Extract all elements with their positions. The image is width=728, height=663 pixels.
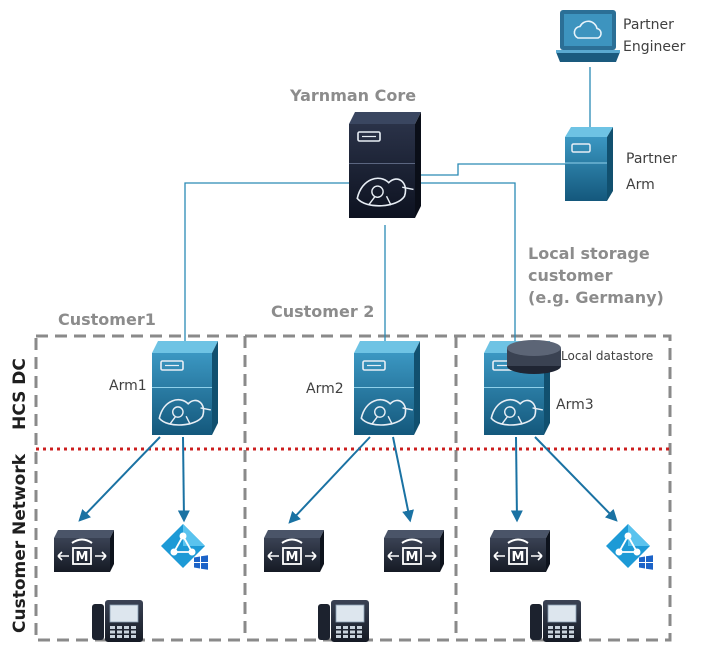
boundary-box <box>34 334 672 642</box>
link-core-customer1 <box>184 182 350 345</box>
azure-ad-icon-c3 <box>606 524 653 570</box>
arrow-arm1-azure-ad <box>177 436 190 523</box>
arrows <box>78 436 618 524</box>
arm2-server-icon <box>354 341 420 435</box>
call-manager-icon-c2b: M <box>384 530 444 572</box>
link-core-local-storage <box>420 182 516 345</box>
customer1-label: Customer1 <box>58 310 156 329</box>
arrow-arm3-azure-ad <box>534 436 618 522</box>
arm1-label: Arm1 <box>109 378 147 394</box>
desk-phone-icon-c2 <box>318 600 369 642</box>
svg-text:M: M <box>406 550 419 565</box>
customer2-label: Customer 2 <box>271 302 375 321</box>
arm3-label: Arm3 <box>556 397 594 413</box>
svg-text:M: M <box>286 550 299 565</box>
call-manager-icon-c3: M <box>490 530 550 572</box>
desk-phone-icon-c1 <box>92 600 143 642</box>
arm2-label: Arm2 <box>306 381 344 397</box>
partner-arm-server-icon <box>565 127 613 201</box>
svg-text:M: M <box>76 550 89 565</box>
local-datastore-icon <box>507 340 561 374</box>
title: Yarnman Core <box>290 86 417 105</box>
link-core-partner-arm <box>420 163 565 176</box>
arrow-arm1-call-manager <box>78 436 161 522</box>
svg-text:M: M <box>512 550 525 565</box>
desk-phone-icon-c3 <box>530 600 581 642</box>
call-manager-icon-c2a: M <box>264 530 324 572</box>
azure-ad-icon-c1 <box>161 524 208 570</box>
connection-lines <box>184 67 591 345</box>
arm1-server-icon <box>152 341 218 435</box>
arrow-arm2-call-manager-a <box>288 436 371 524</box>
yarnman-core-server-icon <box>349 112 421 218</box>
local-datastore-label: Local datastore <box>561 349 654 363</box>
local-storage-caption: Local storage customer (e.g. Germany) <box>528 244 664 307</box>
arrow-arm2-call-manager-b <box>392 436 414 523</box>
zone-label-hcs-dc: HCS DC <box>10 358 30 430</box>
zone-label-customer-network: Customer Network <box>10 453 30 633</box>
arrow-arm3-call-manager <box>510 436 523 523</box>
partner-arm-label: Partner Arm <box>626 151 677 193</box>
partner-laptop-icon <box>556 10 620 62</box>
hcs-dc-boundaries <box>34 334 672 642</box>
call-manager-icon-c1: M <box>54 530 114 572</box>
partner-engineer-label: Partner Engineer <box>623 17 686 55</box>
